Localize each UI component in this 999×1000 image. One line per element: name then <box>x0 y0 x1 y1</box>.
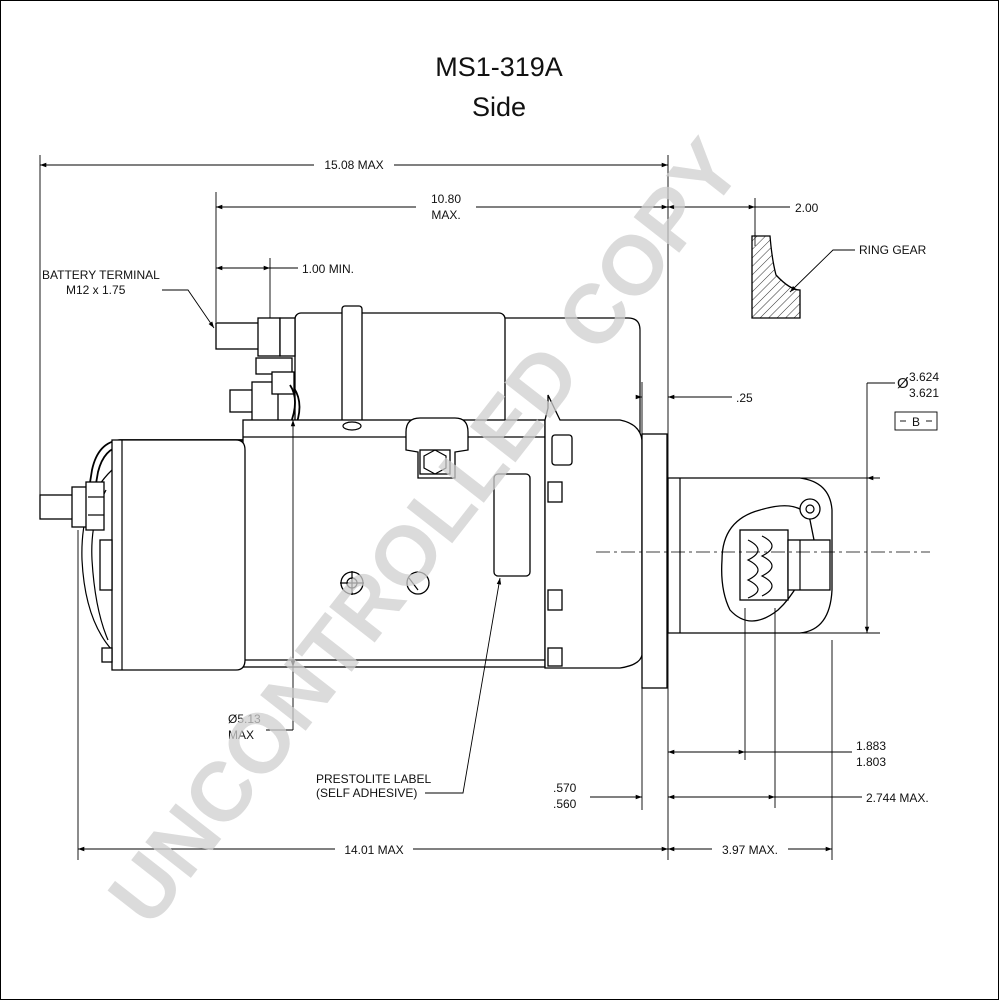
pilot-dia-symbol: Ø <box>897 375 909 392</box>
battery-terminal-thread: M12 x 1.75 <box>66 283 126 297</box>
dim-pilot-dia-lower: 3.621 <box>909 386 939 400</box>
dim-gear-lower: 1.803 <box>856 755 886 769</box>
dim-mount-lower: .560 <box>553 797 577 811</box>
nose-screw <box>799 498 821 520</box>
drawing-subtitle: Side <box>472 92 526 122</box>
terminal-washer <box>279 317 296 357</box>
dim-flange-thickness: .25 <box>736 391 753 405</box>
dim-body-dia-max: MAX <box>228 728 254 742</box>
battery-terminal-label: BATTERY TERMINAL <box>42 268 160 282</box>
brush-cover <box>99 539 113 591</box>
body-screw-2 <box>406 571 430 595</box>
mounting-flange <box>641 433 668 689</box>
battery-terminal-stud <box>215 322 261 350</box>
through-bolt-left <box>101 647 113 663</box>
prestolite-label-text: PRESTOLITE LABEL <box>316 772 431 786</box>
dim-body-dia: Ø5.13 <box>228 712 261 726</box>
pinion-gear <box>739 529 789 601</box>
dim-terminal-min: 1.00 MIN. <box>302 262 354 276</box>
body-screw-1 <box>340 571 364 595</box>
s-terminal <box>229 389 255 413</box>
dim-10-80: 10.80 <box>431 192 461 206</box>
dim-14-01-max: 14.01 MAX <box>344 843 403 857</box>
dim-mount-upper: .570 <box>553 781 577 795</box>
datum-label: B <box>912 415 920 429</box>
dimension-lines <box>39 155 895 860</box>
housing-bolt-2 <box>547 589 563 611</box>
dim-overall-length: 15.08 MAX <box>324 158 383 172</box>
dim-2744-max: 2.744 MAX. <box>866 791 929 805</box>
drawing-title: MS1-319A <box>435 52 563 82</box>
solenoid-housing <box>505 317 641 435</box>
solenoid-clamp <box>341 305 363 437</box>
dim-3-97-max: 3.97 MAX. <box>722 843 778 857</box>
end-cap <box>111 439 246 671</box>
starter-motor-side-view <box>39 305 930 689</box>
s-terminal-post <box>271 371 295 395</box>
pinion-shaft <box>787 539 831 591</box>
housing-bolt-1 <box>547 481 563 503</box>
dim-flange-to-ring: 2.00 <box>795 201 819 215</box>
terminal-nut <box>257 317 281 357</box>
housing-bolt-3 <box>547 647 563 667</box>
ring-gear-label: RING GEAR <box>859 243 927 257</box>
datum-b-box: B <box>894 411 938 431</box>
dim-10-80-max: MAX. <box>431 208 460 222</box>
dim-gear-upper: 1.883 <box>856 739 886 753</box>
ring-gear <box>751 232 801 319</box>
prestolite-label-patch <box>493 473 531 577</box>
dim-pilot-dia-upper: 3.624 <box>909 370 939 384</box>
ground-nut-2 <box>85 481 105 531</box>
mount-bolt-head <box>419 449 451 475</box>
self-adhesive-text: (SELF ADHESIVE) <box>316 786 417 800</box>
